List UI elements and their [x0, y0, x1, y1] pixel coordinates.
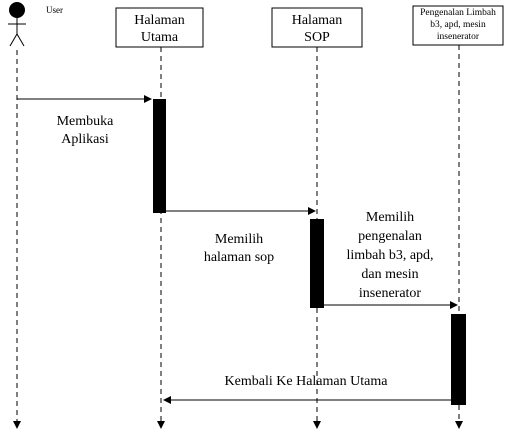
message-label: Memilih [366, 210, 414, 225]
lifeline-label: insenerator [437, 32, 480, 42]
message-label: limbah b3, apd, [346, 248, 433, 263]
activation-bar-pengenalan [451, 314, 466, 405]
lifeline-halaman-sop: Halaman SOP [271, 7, 363, 48]
lifeline-halaman-utama: Halaman Utama [115, 7, 204, 48]
actor-label: User [46, 5, 63, 15]
actor-head-icon [9, 2, 25, 18]
actor-leg-right [16, 33, 25, 47]
lifeline-label: Halaman [292, 13, 343, 28]
message-label: Kembali Ke Halaman Utama [225, 374, 389, 389]
activation-bar-halaman-utama [153, 99, 166, 213]
actor-user: User [8, 2, 63, 47]
actor-leg-left [9, 33, 18, 47]
message-membuka-aplikasi: Membuka Aplikasi [17, 95, 152, 147]
message-label: Memilih [215, 232, 263, 247]
message-label: Membuka [57, 114, 115, 129]
lifeline-label: Halaman [134, 13, 185, 28]
lifeline-label: SOP [304, 30, 330, 45]
lifeline-label: Utama [141, 30, 179, 45]
activation-bar-halaman-sop [310, 219, 324, 308]
message-label: halaman sop [204, 250, 274, 265]
message-kembali-halaman-utama: Kembali Ke Halaman Utama [163, 374, 451, 404]
lifeline-label: b3, apd, mesin [430, 20, 486, 30]
message-label: Aplikasi [61, 132, 109, 147]
lifeline-pengenalan: Pengenalan Limbah b3, apd, mesin insener… [412, 5, 504, 46]
lifeline-box [271, 7, 363, 48]
message-memilih-pengenalan: Memilih pengenalan limbah b3, apd, dan m… [324, 210, 458, 309]
lifeline-box [412, 5, 504, 46]
message-memilih-halaman-sop: Memilih halaman sop [166, 207, 316, 265]
lifeline-label: Pengenalan Limbah [420, 8, 496, 18]
message-label: dan mesin [361, 267, 418, 282]
lifeline-box [115, 7, 204, 48]
message-label: insenerator [359, 286, 422, 301]
message-label: pengenalan [358, 229, 422, 244]
